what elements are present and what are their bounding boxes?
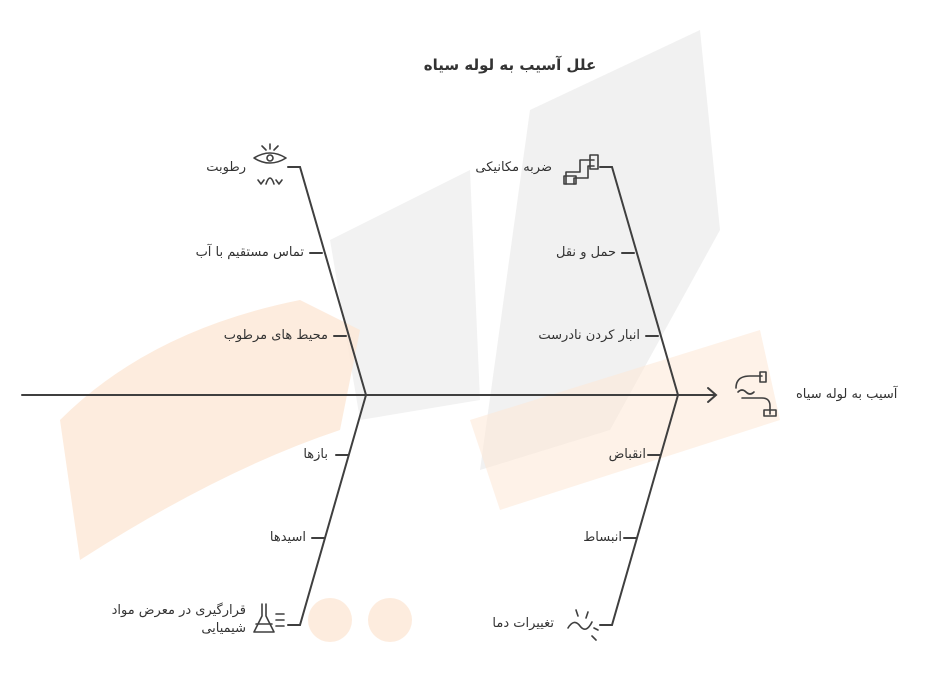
diagram-title: علل آسیب به لوله سیاه [423, 56, 597, 74]
category-chemical-line2: شیمیایی [201, 621, 246, 636]
bone-moisture [287, 166, 367, 396]
bone-temperature [599, 394, 679, 626]
cause-moisture-1: تماس مستقیم با آب [195, 245, 304, 260]
cause-moisture-2: محیط های مرطوب [223, 328, 328, 343]
effect-label: آسیب به لوله سیاه [796, 387, 898, 402]
chemical-flask-icon [253, 603, 285, 633]
cause-chemical-1: بازها [303, 447, 328, 462]
cause-mechanical-2: انبار کردن نادرست [538, 328, 640, 343]
temperature-pipe-icon [567, 609, 599, 641]
cause-chemical-2: اسیدها [269, 530, 306, 545]
cause-temperature-2: انبساط [583, 530, 622, 545]
cause-temperature-1: انقباض [608, 447, 646, 462]
category-mechanical: ضربه مکانیکی [475, 160, 552, 175]
category-moisture: رطوبت [206, 160, 246, 175]
moisture-eye-icon [253, 143, 287, 185]
pipe-repair-icon [735, 371, 777, 417]
spine-arrowhead [707, 387, 718, 403]
category-temperature: تغییرات دما [492, 616, 554, 631]
cause-mechanical-1: حمل و نقل [556, 245, 616, 260]
bone-chemical [287, 394, 367, 626]
bone-mechanical [599, 166, 679, 396]
pipe-icon [563, 154, 599, 185]
category-chemical-line1: قرارگیری در معرض مواد [111, 603, 246, 618]
